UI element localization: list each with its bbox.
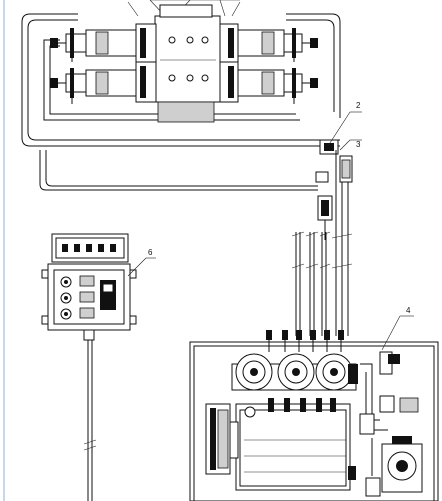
callout-2: 2 — [356, 101, 361, 110]
callout-3: 3 — [356, 140, 361, 149]
callout-6-leader — [127, 257, 147, 277]
actuator-upper-right — [219, 23, 318, 63]
top-actuator-assembly — [21, 0, 341, 191]
control-box — [41, 233, 137, 501]
callout-6: 6 — [148, 248, 153, 257]
callout-4: 4 — [406, 306, 411, 315]
actuator-upper-left — [50, 23, 157, 63]
actuator-lower-right — [219, 61, 318, 104]
valve-group — [315, 111, 353, 240]
actuator-lower-left — [50, 61, 157, 104]
cable-bundle — [291, 231, 353, 336]
hydraulic-power-unit — [189, 330, 439, 501]
callout-4-leader — [381, 315, 401, 351]
